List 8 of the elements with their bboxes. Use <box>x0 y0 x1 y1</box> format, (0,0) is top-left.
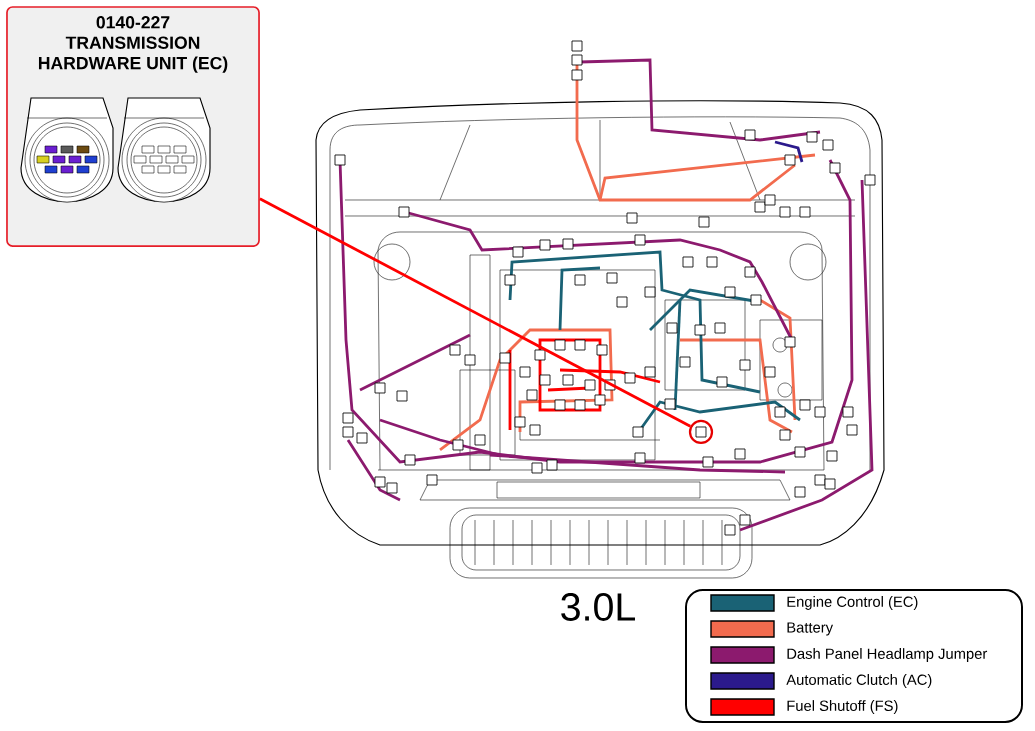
legend-label: Fuel Shutoff (FS) <box>787 700 898 714</box>
highlight-circle <box>688 419 714 445</box>
engine-size-label: 3.0L <box>561 593 635 621</box>
legend-label: Battery <box>787 622 833 636</box>
leader-line <box>259 197 691 428</box>
legend-label: Dash Panel Headlamp Jumper <box>787 648 988 662</box>
legend-label: Engine Control (EC) <box>787 596 918 610</box>
legend-label: Automatic Clutch (AC) <box>786 674 932 688</box>
